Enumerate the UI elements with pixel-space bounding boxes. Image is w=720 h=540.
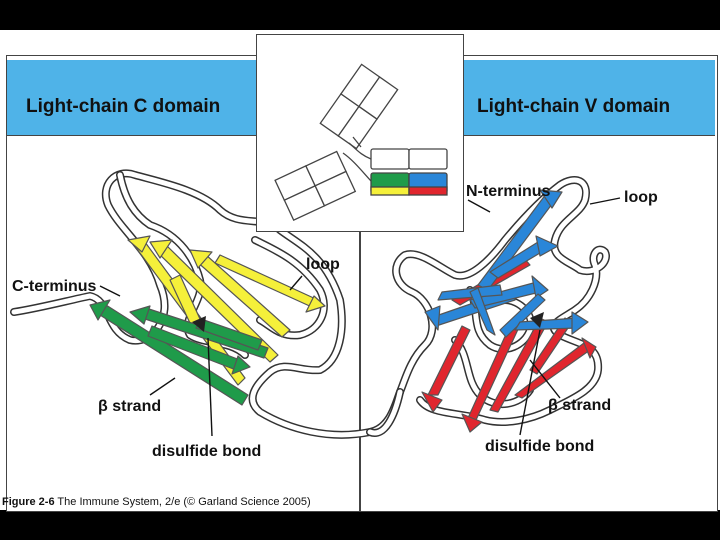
- c-domain-loop-label: loop: [306, 256, 340, 273]
- c-terminus-label: C-terminus: [12, 278, 97, 295]
- figure-caption: Figure 2-6 The Immune System, 2/e (© Gar…: [2, 496, 311, 508]
- figure-caption-text: The Immune System, 2/e (© Garland Scienc…: [54, 496, 311, 508]
- c-domain-yellow-strands: [127, 235, 326, 386]
- figure-number: Figure 2-6: [2, 496, 55, 508]
- disulfide-markers: [192, 312, 544, 332]
- v-domain-title: Light-chain V domain: [477, 96, 671, 117]
- v-domain-beta-strand-label: β strand: [548, 397, 612, 414]
- antibody-schematic: [274, 63, 448, 222]
- domain-connector: [366, 388, 404, 437]
- antibody-overview-inset: [256, 34, 464, 232]
- c-domain-disulfide-bond-label: disulfide bond: [152, 443, 262, 460]
- c-domain-green-strands: [89, 299, 269, 406]
- v-domain-disulfide-bond-label: disulfide bond: [485, 438, 595, 455]
- c-domain-title: Light-chain C domain: [26, 96, 221, 117]
- pointer-lines: [99, 197, 621, 437]
- c-domain-beta-strand-label: β strand: [98, 398, 162, 415]
- v-domain-blue-strands: [424, 189, 589, 338]
- v-domain-loop-label: loop: [624, 189, 658, 206]
- n-terminus-label: N-terminus: [466, 183, 551, 200]
